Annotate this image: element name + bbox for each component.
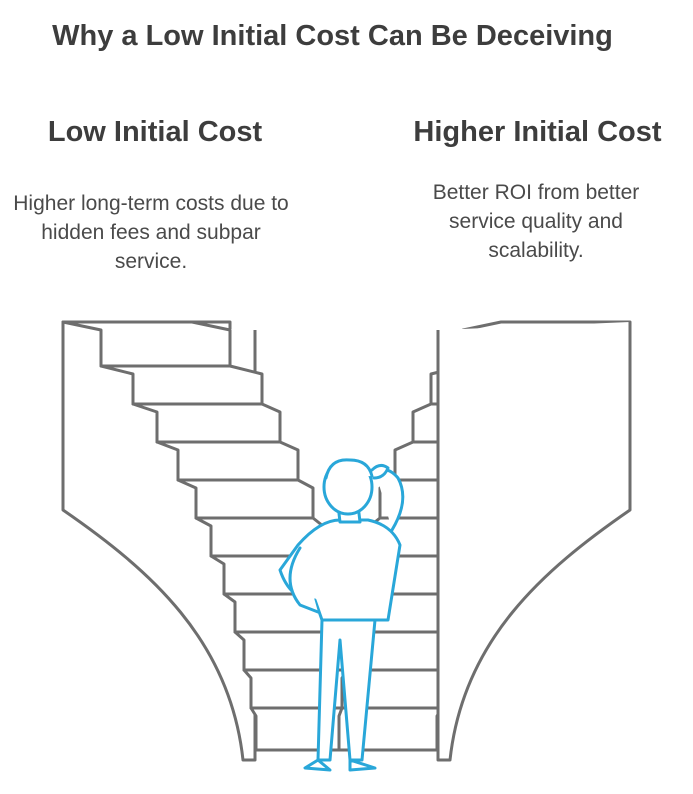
low-cost-heading: Low Initial Cost — [47, 116, 263, 148]
high-cost-description: Better ROI from better service quality a… — [432, 181, 640, 262]
person-figure — [278, 458, 405, 772]
low-cost-description: Higher long-term costs due to hidden fee… — [13, 192, 289, 273]
page-title: Why a Low Initial Cost Can Be Deceiving — [52, 20, 613, 52]
right-stair-side — [436, 322, 632, 762]
high-cost-heading: Higher Initial Cost — [413, 116, 662, 148]
